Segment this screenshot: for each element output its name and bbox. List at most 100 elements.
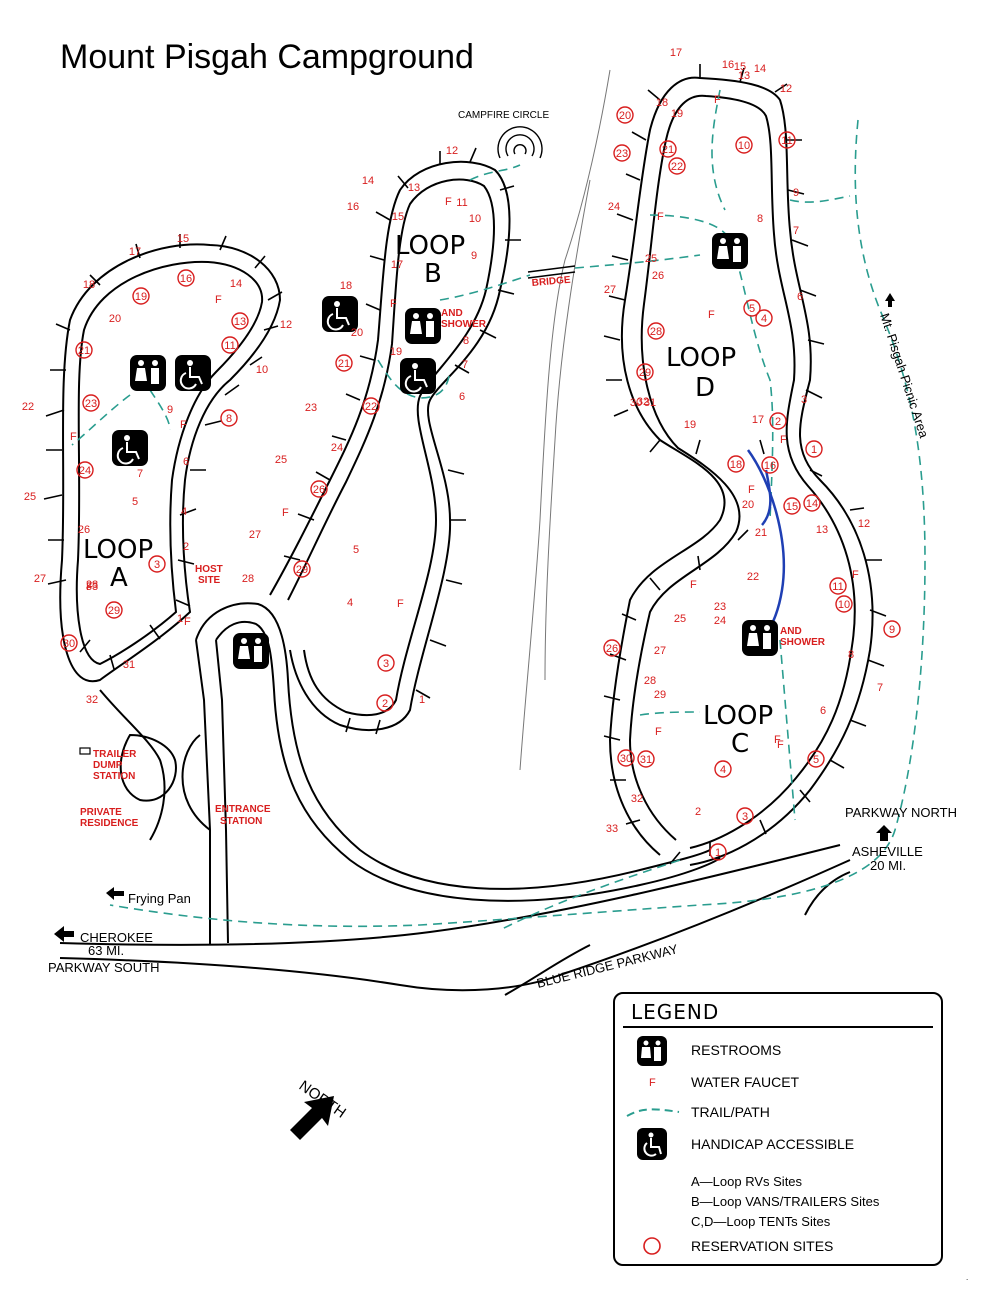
water-faucet-marker: F bbox=[774, 734, 781, 746]
site-number: 13 bbox=[816, 524, 828, 536]
site-number: 17 bbox=[670, 47, 682, 59]
site-number: 19 bbox=[390, 346, 402, 358]
legend-row-handicap: HANDICAP ACCESSIBLE bbox=[615, 1128, 935, 1164]
site-number: 26 bbox=[313, 484, 325, 496]
loop-b-trail bbox=[377, 359, 451, 399]
site-number: 24 bbox=[608, 201, 620, 213]
campsite-loop-a-7: 7 bbox=[137, 468, 143, 480]
site-number: 18 bbox=[83, 279, 95, 291]
site-number: 30 bbox=[63, 638, 75, 650]
reservation-circle bbox=[617, 749, 635, 767]
site-number: 8 bbox=[226, 413, 232, 425]
site-number: 6 bbox=[183, 456, 189, 468]
campsite-loop-b-19: 19 bbox=[390, 346, 402, 358]
campsite-loop-c-19: 19 bbox=[684, 419, 696, 431]
reservation-circle bbox=[310, 480, 328, 498]
campsite-loop-d-15: 15 bbox=[734, 61, 746, 73]
site-number: 15 bbox=[786, 501, 798, 513]
site-number: 6 bbox=[459, 391, 465, 403]
site-number: 9 bbox=[793, 187, 799, 199]
reservation-circle bbox=[807, 750, 825, 768]
campsite-loop-c-30: 30 bbox=[617, 749, 635, 767]
campsite-loop-a-9: 9 bbox=[167, 404, 173, 416]
site-number: 28 bbox=[644, 675, 656, 687]
site-number: 8 bbox=[757, 213, 763, 225]
site-number: 9 bbox=[889, 624, 895, 636]
site-number: 24 bbox=[79, 465, 91, 477]
main-road-inner bbox=[215, 620, 721, 902]
site-number: 7 bbox=[877, 682, 883, 694]
campsite-loop-a-14: 14 bbox=[230, 278, 242, 290]
site-number: 12 bbox=[280, 319, 292, 331]
campsite-loop-d-25: 25 bbox=[645, 253, 657, 265]
campsite-loop-a-24: 24 bbox=[76, 461, 94, 479]
site-number: 24 bbox=[331, 442, 343, 454]
parkway-north-label: PARKWAY NORTH bbox=[845, 805, 957, 820]
water-faucet-marker: F bbox=[777, 739, 784, 751]
campsite-loop-b-26: 26 bbox=[310, 480, 328, 498]
campsite-loop-c-26: 26 bbox=[603, 639, 621, 657]
campsite-loop-d-21: 21 bbox=[659, 140, 677, 158]
site-number: 22 bbox=[365, 401, 377, 413]
site-number: 13 bbox=[234, 316, 246, 328]
site-number: 5 bbox=[132, 496, 138, 508]
campsite-loop-c-13: 13 bbox=[816, 524, 828, 536]
site-number: 17 bbox=[752, 414, 764, 426]
site-number: 31 bbox=[644, 397, 656, 409]
campsite-loop-d-26: 26 bbox=[652, 270, 664, 282]
parkway-ramp bbox=[804, 871, 851, 916]
legend-row-faucet: F WATER FAUCET bbox=[615, 1068, 935, 1098]
loop-c-south-trail bbox=[499, 859, 681, 931]
restroom-icon-entrance bbox=[233, 633, 269, 669]
and-shower-c-2: SHOWER bbox=[780, 637, 826, 648]
campsite-loop-c-25: 25 bbox=[674, 613, 686, 625]
campsite-loop-a-20: 20 bbox=[109, 313, 121, 325]
campsite-loop-d-8: 8 bbox=[757, 213, 763, 225]
site-number: 3 bbox=[742, 811, 748, 823]
loop-cd-inner bbox=[628, 94, 856, 849]
campsite-loop-c-17: 17 bbox=[752, 414, 764, 426]
site-number: 7 bbox=[137, 468, 143, 480]
reservation-circle bbox=[377, 654, 395, 672]
campsite-loop-a-30: 30 bbox=[60, 634, 78, 652]
campsite-loop-d-28: 28 bbox=[647, 322, 665, 340]
campsite-loop-b-15: 15 bbox=[392, 211, 404, 223]
campsite-loop-a-25: 25 bbox=[24, 491, 36, 503]
campsite-loop-d-10: 10 bbox=[735, 136, 753, 154]
campsite-loop-a-6: 6 bbox=[183, 456, 189, 468]
handicap-icon-loop-b-1 bbox=[322, 296, 358, 332]
campsite-loop-d-27: 27 bbox=[604, 284, 616, 296]
handicap-icon bbox=[637, 1128, 667, 1160]
campsite-loop-a-11: 11 bbox=[221, 336, 239, 354]
north-arrow-icon bbox=[876, 825, 892, 841]
site-number: 9 bbox=[167, 404, 173, 416]
campsite-loop-a-27: 27 bbox=[34, 573, 46, 585]
campsite-loop-a-13: 13 bbox=[231, 312, 249, 330]
campsite-loop-b-1: 1 bbox=[419, 694, 425, 706]
handicap-icon-loop-b-2 bbox=[400, 358, 436, 394]
campsite-loop-d-17: 17 bbox=[670, 47, 682, 59]
restroom-icon-loop-d bbox=[712, 233, 748, 269]
campsite-loop-b-14: 14 bbox=[362, 175, 374, 187]
water-faucet-marker: F bbox=[397, 598, 404, 610]
campsite-loop-b-18: 18 bbox=[340, 280, 352, 292]
site-number: 3 bbox=[154, 559, 160, 571]
campsite-loop-c-2: 2 bbox=[695, 806, 701, 818]
water-faucet-marker: F bbox=[852, 569, 859, 581]
trails bbox=[71, 89, 926, 931]
cherokee-label: CHEROKEE bbox=[80, 930, 153, 945]
site-number: 23 bbox=[85, 398, 97, 410]
entrance-road-right bbox=[215, 639, 229, 944]
reservation-circle bbox=[803, 494, 821, 512]
site-number: 5 bbox=[749, 303, 755, 315]
campsite-loop-d-32: 32 bbox=[637, 396, 649, 408]
loop-a-road-inner bbox=[181, 734, 211, 831]
site-number: 1 bbox=[715, 847, 721, 859]
campsite-loop-b-9: 9 bbox=[471, 250, 477, 262]
dump-station-marker bbox=[79, 747, 91, 755]
reservation-circle bbox=[735, 136, 753, 154]
campsite-loop-b-11: 11 bbox=[456, 197, 467, 209]
dump-station-loop bbox=[119, 733, 177, 802]
legend-trail-label: TRAIL/PATH bbox=[691, 1104, 770, 1120]
